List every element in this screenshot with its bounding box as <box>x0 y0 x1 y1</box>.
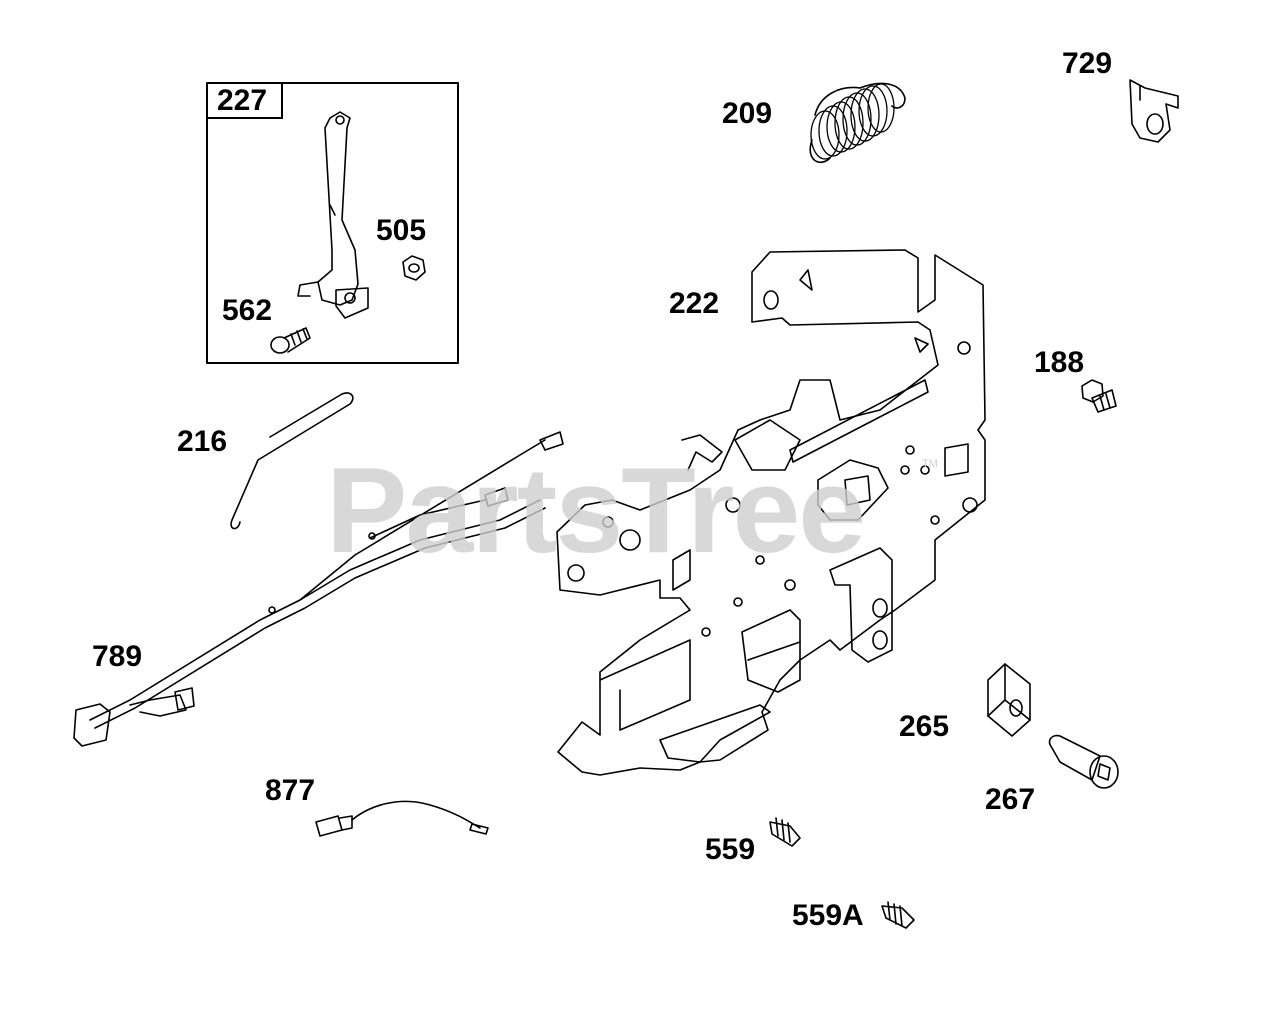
part-label-227[interactable]: 227 <box>217 84 268 117</box>
part-label-188[interactable]: 188 <box>1034 346 1085 379</box>
watermark-trademark: TM <box>922 458 938 470</box>
group-box-227 <box>207 83 458 363</box>
part-label-265[interactable]: 265 <box>899 710 950 743</box>
part-label-505[interactable]: 505 <box>376 214 427 247</box>
block-icon[interactable] <box>988 664 1030 736</box>
control-bracket-icon[interactable] <box>557 250 985 775</box>
clip-bracket-icon[interactable] <box>1130 80 1178 142</box>
part-label-209[interactable]: 209 <box>722 97 773 130</box>
part-label-222[interactable]: 222 <box>669 287 720 320</box>
part-label-216[interactable]: 216 <box>177 425 228 458</box>
extension-spring-icon[interactable] <box>810 83 905 162</box>
ground-wire-icon[interactable] <box>316 801 488 836</box>
part-label-789[interactable]: 789 <box>92 640 143 673</box>
part-label-877[interactable]: 877 <box>265 774 316 807</box>
part-label-729[interactable]: 729 <box>1062 47 1113 80</box>
self-tapping-screw-icon[interactable] <box>770 818 800 846</box>
self-tapping-screw-icon[interactable] <box>882 902 914 928</box>
part-label-559[interactable]: 559 <box>705 833 756 866</box>
hex-nut-icon[interactable] <box>403 256 425 280</box>
wire-harness-icon[interactable] <box>74 432 563 746</box>
flange-bolt-icon[interactable] <box>1082 380 1116 412</box>
watermark: PartsTree <box>326 442 866 578</box>
screw-icon[interactable] <box>271 328 310 353</box>
group-box-label: 227 <box>207 83 283 119</box>
lever-assembly-icon[interactable] <box>298 112 368 318</box>
part-label-562[interactable]: 562 <box>222 294 273 327</box>
shoulder-bolt-icon[interactable] <box>1050 736 1118 788</box>
part-label-559a[interactable]: 559A <box>792 899 864 932</box>
wire-link-icon[interactable] <box>231 393 353 529</box>
part-label-267[interactable]: 267 <box>985 783 1036 816</box>
